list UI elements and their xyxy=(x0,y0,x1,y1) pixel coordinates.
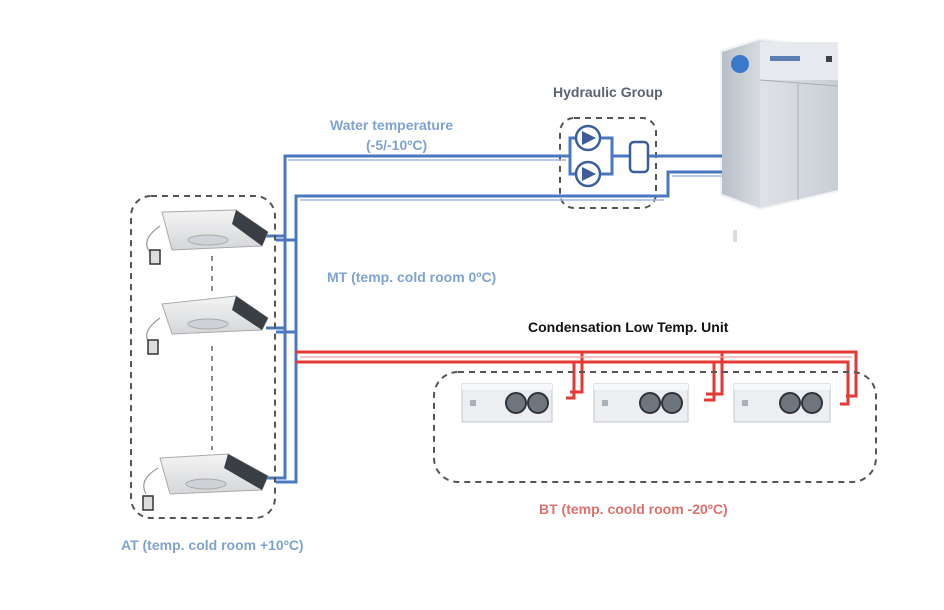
water-temperature-label: Water temperature xyxy=(330,117,454,133)
bt-group-box xyxy=(433,371,877,483)
hydraulic-group-box xyxy=(559,117,657,209)
condensing-unit xyxy=(593,383,689,423)
evaporator-unit xyxy=(146,209,269,265)
condensing-unit xyxy=(733,383,831,423)
hydraulic-group-label: Hydraulic Group xyxy=(553,84,663,100)
brand-logo-icon xyxy=(731,55,749,73)
mt-label: MT (temp. cold room 0ºC) xyxy=(327,269,497,285)
evaporator-unit xyxy=(146,295,269,355)
refrigerant-pipes xyxy=(296,350,858,406)
bt-label: BT (temp. coold room -20ºC) xyxy=(539,501,728,517)
pump-icon xyxy=(574,160,602,188)
condensing-unit xyxy=(461,383,553,423)
condensation-unit-label: Condensation Low Temp. Unit xyxy=(528,319,729,335)
at-group-box xyxy=(130,195,276,519)
expansion-tank-icon xyxy=(628,140,650,174)
evaporator-unit xyxy=(142,453,269,511)
pump-icon xyxy=(574,124,602,152)
chiller-unit xyxy=(720,38,839,242)
water-pipes xyxy=(266,136,722,484)
at-label: AT (temp. cold room +10ºC) xyxy=(121,537,304,553)
water-temperature-range-label: (-5/-10ºC) xyxy=(366,137,428,153)
